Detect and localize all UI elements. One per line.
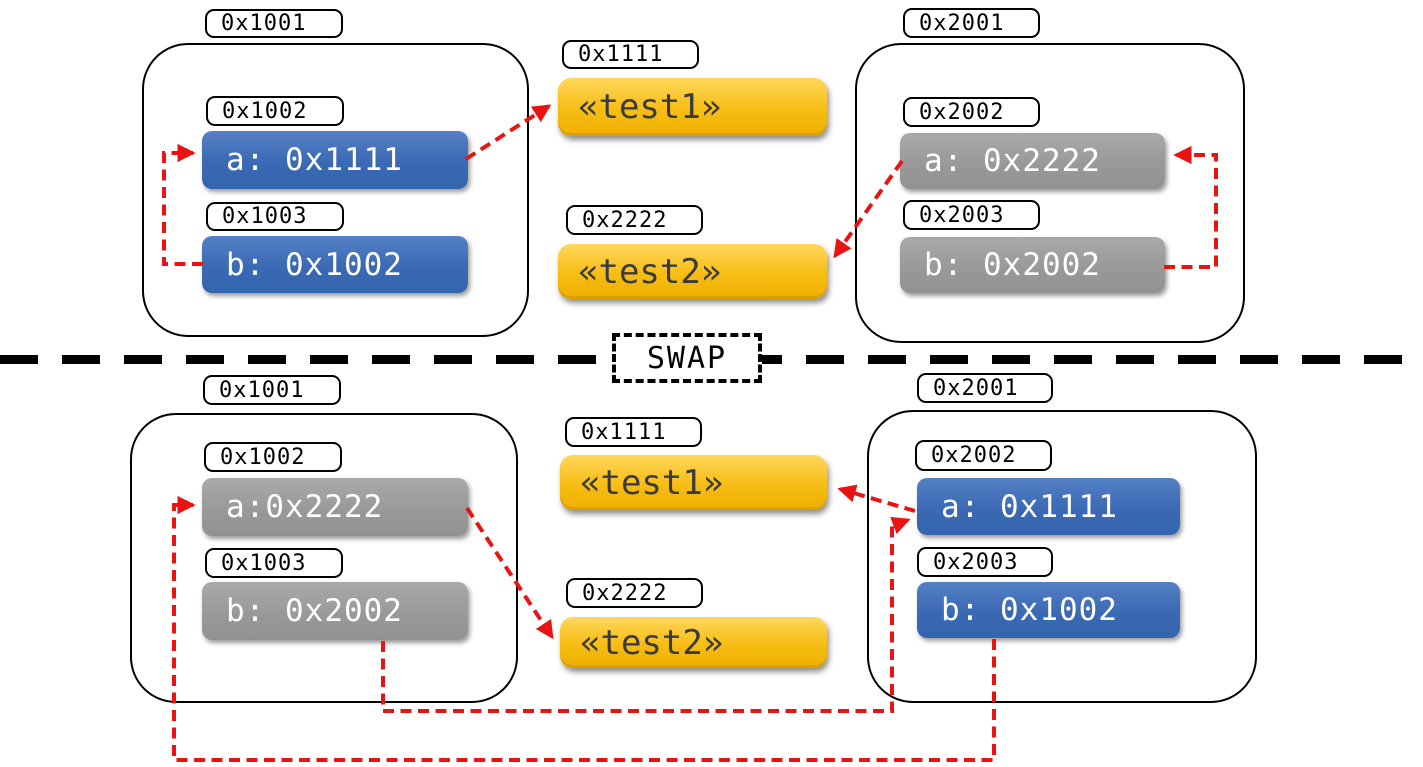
address-tab: 0x2001	[903, 8, 1040, 38]
string-box-test2: «test2»	[558, 244, 827, 299]
variable-box-b: b: 0x1002	[917, 582, 1180, 638]
address-tab: 0x2222	[566, 578, 703, 608]
string-box-test1: «test1»	[560, 455, 827, 510]
variable-box-b: b: 0x1002	[202, 236, 468, 293]
string-box-test2: «test2»	[560, 617, 827, 668]
variable-box-a: a: 0x1111	[202, 131, 468, 189]
address-tab: 0x2003	[903, 200, 1040, 230]
address-tab: 0x1003	[205, 548, 343, 578]
address-tab: 0x2002	[915, 440, 1052, 471]
address-tab: 0x1111	[562, 40, 699, 69]
address-tab: 0x2003	[917, 547, 1053, 577]
address-tab: 0x1001	[205, 9, 343, 38]
before-frame-0x2001	[855, 43, 1245, 343]
address-tab: 0x2222	[566, 205, 703, 235]
string-box-test1: «test1»	[558, 78, 827, 136]
address-tab: 0x1002	[206, 96, 344, 126]
variable-box-b: b: 0x2002	[900, 237, 1165, 293]
swap-label-box: SWAP	[612, 333, 762, 383]
variable-box-a: a:0x2222	[202, 478, 468, 536]
address-tab: 0x1111	[565, 417, 702, 447]
variable-box-a: a: 0x2222	[900, 133, 1165, 189]
variable-box-a: a: 0x1111	[917, 478, 1180, 535]
address-tab: 0x1003	[206, 202, 344, 231]
address-tab: 0x1002	[204, 442, 342, 472]
variable-box-b: b: 0x2002	[202, 582, 468, 640]
address-tab: 0x1001	[203, 375, 341, 405]
address-tab: 0x2001	[917, 373, 1053, 403]
address-tab: 0x2002	[903, 97, 1040, 127]
